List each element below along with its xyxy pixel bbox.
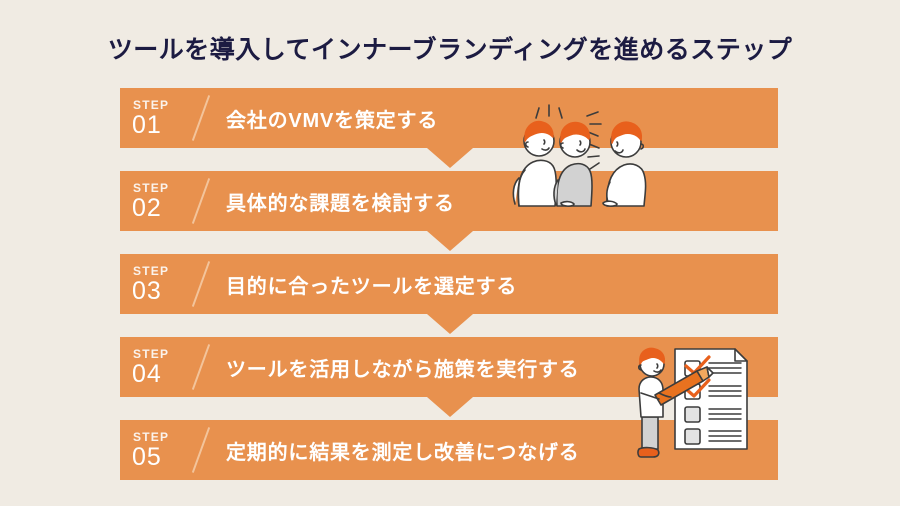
step-row[interactable]: STEP 02 具体的な課題を検討する [120, 171, 778, 251]
step-badge: STEP 03 [120, 254, 198, 314]
down-arrow-icon [427, 314, 473, 334]
step-word-label: STEP [133, 346, 170, 361]
step-row[interactable]: STEP 01 会社のVMVを策定する [120, 88, 778, 168]
step-label: 目的に合ったツールを選定する [226, 275, 518, 298]
step-badge: STEP 02 [120, 171, 198, 231]
step-word-label: STEP [133, 263, 170, 278]
step-label: 定期的に結果を測定し改善につなげる [226, 441, 580, 464]
step-number: 02 [132, 193, 162, 222]
step-row[interactable]: STEP 03 目的に合ったツールを選定する [120, 254, 778, 334]
step-word-label: STEP [133, 97, 170, 112]
step-badge: STEP 04 [120, 337, 198, 397]
step-label: ツールを活用しながら施策を実行する [226, 358, 580, 381]
step-row[interactable]: STEP 04 ツールを活用しながら施策を実行する [120, 337, 778, 417]
page-title: ツールを導入してインナーブランディングを進めるステップ [107, 36, 793, 64]
step-row[interactable]: STEP 05 定期的に結果を測定し改善につなげる [120, 420, 778, 480]
step-number: 04 [132, 359, 162, 388]
step-label: 具体的な課題を検討する [226, 192, 455, 215]
down-arrow-icon [427, 397, 473, 417]
step-number: 03 [132, 276, 162, 305]
step-badge: STEP 01 [120, 88, 198, 148]
step-number: 05 [132, 442, 162, 471]
step-badge: STEP 05 [120, 420, 198, 480]
down-arrow-icon [427, 148, 473, 168]
step-word-label: STEP [133, 429, 170, 444]
down-arrow-icon [427, 231, 473, 251]
steps-list: STEP 01 会社のVMVを策定する STEP 02 具体的な課題を検討する … [120, 88, 778, 480]
step-word-label: STEP [133, 180, 170, 195]
step-label: 会社のVMVを策定する [226, 109, 439, 132]
step-number: 01 [132, 110, 162, 139]
